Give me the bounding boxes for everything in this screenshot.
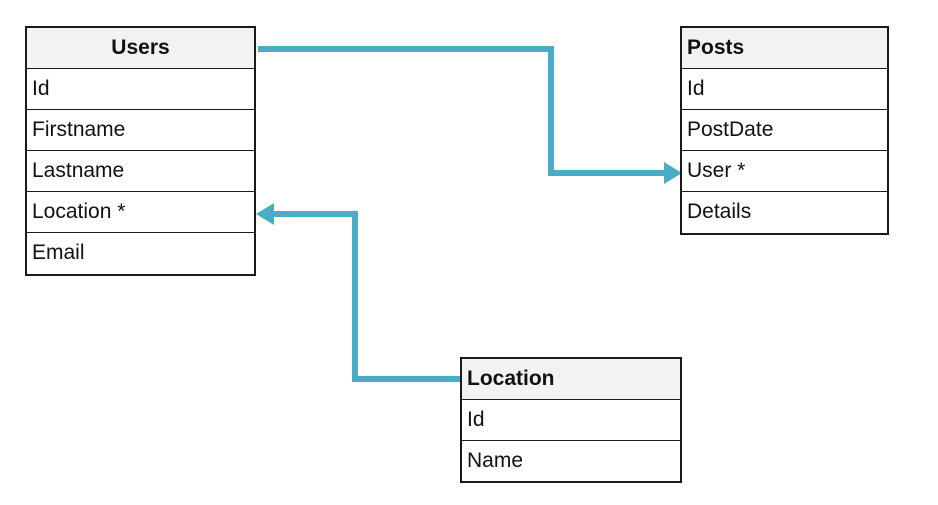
posts-field-user: User * [682, 150, 887, 191]
location-field-name: Name [462, 440, 680, 481]
users-field-location: Location * [27, 191, 254, 232]
users-location-arrowhead-icon [256, 203, 274, 225]
users-to-posts-connector [258, 46, 668, 176]
posts-field-details: Details [682, 191, 887, 232]
users-field-id: Id [27, 68, 254, 109]
posts-table-title: Posts [682, 28, 887, 68]
posts-field-id: Id [682, 68, 887, 109]
users-field-lastname: Lastname [27, 150, 254, 191]
location-table-title: Location [462, 359, 680, 399]
users-table-title: Users [27, 28, 254, 68]
location-table: Location Id Name [460, 357, 682, 483]
users-table: Users Id Firstname Lastname Location * E… [25, 26, 256, 276]
users-field-firstname: Firstname [27, 109, 254, 150]
posts-table: Posts Id PostDate User * Details [680, 26, 889, 235]
location-to-users-connector [270, 211, 460, 382]
location-field-id: Id [462, 399, 680, 440]
users-field-email: Email [27, 232, 254, 273]
posts-field-postdate: PostDate [682, 109, 887, 150]
